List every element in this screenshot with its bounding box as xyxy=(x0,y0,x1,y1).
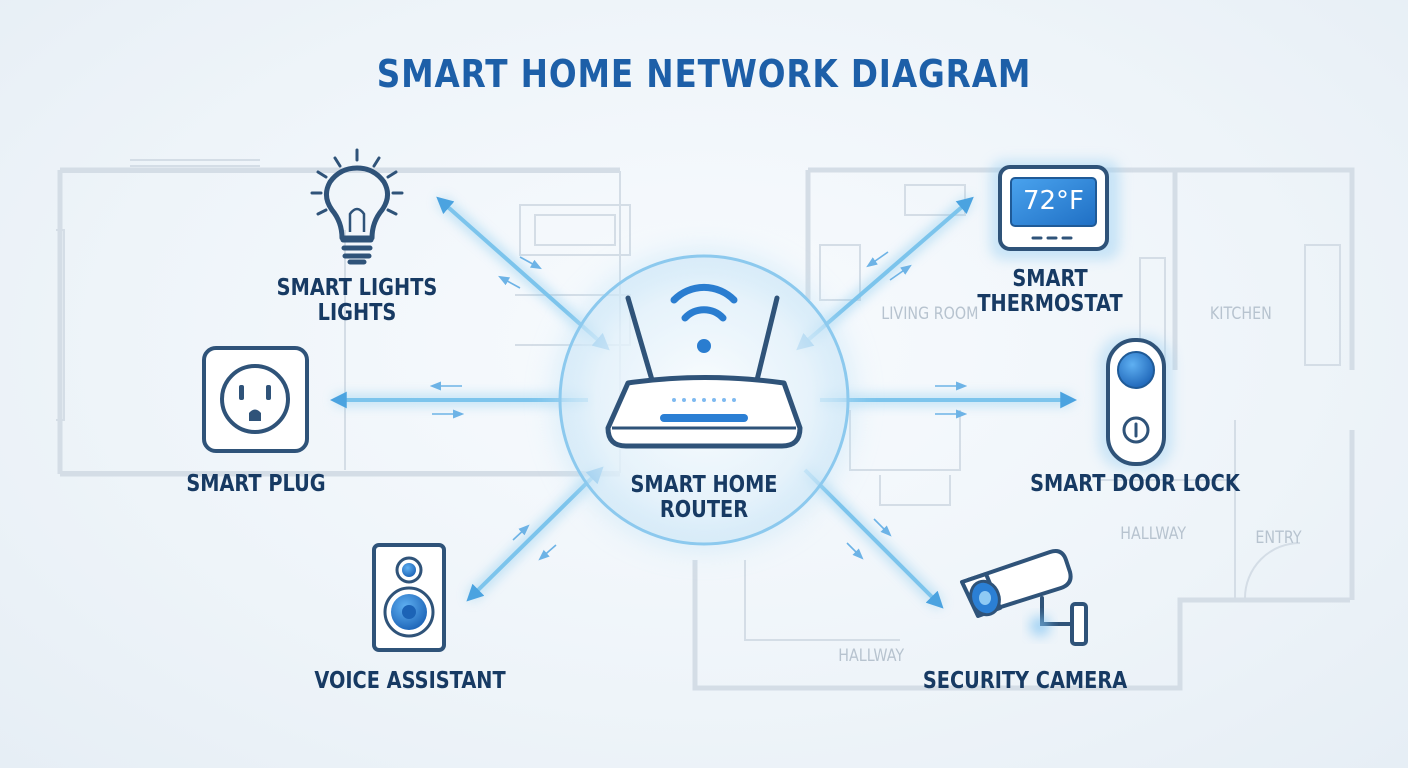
smart-plug-label: SMART PLUG xyxy=(186,471,326,497)
security-camera-icon xyxy=(960,549,1088,646)
door-lock-icon xyxy=(1098,335,1173,470)
smart-door-lock-label: SMART DOOR LOCK xyxy=(1030,471,1240,497)
room-label-entry: ENTRY xyxy=(1255,528,1302,548)
diagram-title: SMART HOME NETWORK DIAGRAM xyxy=(376,52,1032,96)
data-flow-arrows xyxy=(429,251,968,561)
room-label-kitchen: KITCHEN xyxy=(1209,304,1272,324)
router-label-line1: SMART HOME xyxy=(630,472,778,498)
router-label-line2: ROUTER xyxy=(659,497,749,523)
light-bulb-icon xyxy=(310,148,404,265)
speaker-icon xyxy=(372,543,446,652)
voice-assistant-label: VOICE ASSISTANT xyxy=(314,668,506,694)
link-camera xyxy=(803,468,944,609)
link-voice xyxy=(466,466,604,602)
room-label-living-room: LIVING ROOM xyxy=(881,304,979,324)
smart-thermostat-label-line2: THERMOSTAT xyxy=(977,291,1123,317)
thermostat-icon xyxy=(990,160,1120,260)
room-label-hallway-upper: HALLWAY xyxy=(1120,524,1187,544)
power-outlet-icon xyxy=(202,346,309,453)
smart-lights-label: SMART LIGHTS LIGHTS xyxy=(273,276,441,326)
smart-lights-label-line1: SMART LIGHTS xyxy=(276,275,438,301)
security-camera-label: SECURITY CAMERA xyxy=(922,668,1128,694)
smart-thermostat-label-line1: SMART xyxy=(1012,266,1088,292)
thermostat-display: 72°F xyxy=(1022,186,1085,216)
router-icon xyxy=(605,283,803,449)
smart-lights-label-line2: LIGHTS xyxy=(317,300,397,326)
room-label-hallway-lower: HALLWAY xyxy=(838,646,905,666)
router-label: SMART HOME ROUTER xyxy=(620,473,788,523)
smart-thermostat-label: SMART THERMOSTAT xyxy=(966,267,1134,317)
